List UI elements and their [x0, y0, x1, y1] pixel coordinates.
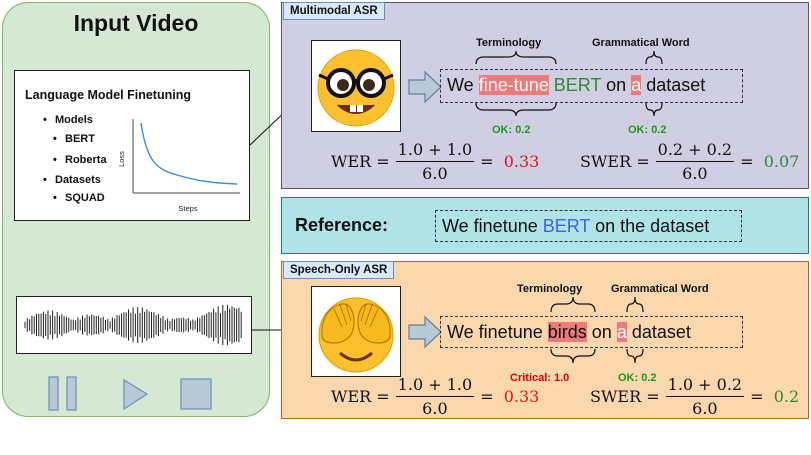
nerd-face-icon	[317, 49, 395, 127]
loss-curve-chart: Steps Loss	[117, 119, 240, 213]
mm-swer-numerator: 0.2 + 0.2	[655, 140, 735, 162]
pause-icon[interactable]	[48, 376, 77, 411]
reference-panel	[281, 197, 809, 254]
reference-sentence: We finetune BERT on the dataset	[435, 210, 742, 242]
slide-bullet-models: Models	[43, 114, 93, 126]
mm-grammatical-label: Grammatical Word	[592, 37, 690, 49]
so-transcript: We finetune birds on a dataset	[440, 316, 743, 348]
ref-sentence-pre: We finetune	[442, 216, 538, 236]
so-grammatical-score: OK: 0.2	[618, 372, 657, 384]
so-word-dataset: dataset	[631, 322, 691, 342]
mm-swer-label: SWER	[580, 152, 632, 171]
stop-icon[interactable]	[180, 378, 212, 410]
so-wer-denominator: 6.0	[422, 399, 448, 418]
loss-curve-line	[140, 122, 238, 185]
see-no-evil-emoji-box	[311, 286, 401, 377]
so-word-grammatical-error: a	[616, 322, 627, 342]
so-swer-denominator: 6.0	[692, 399, 718, 418]
so-flow-arrow-icon	[408, 315, 442, 349]
slide-subbullet-bert: BERT	[53, 133, 95, 145]
mm-wer-denominator: 6.0	[422, 164, 448, 183]
mm-word-on: on	[606, 75, 627, 95]
slide-subbullet-roberta: Roberta	[53, 154, 106, 166]
loss-chart-ylabel: Loss	[117, 151, 126, 167]
so-word-terminology-error: birds	[547, 322, 587, 342]
video-controls	[48, 376, 212, 411]
mm-terminology-label: Terminology	[476, 37, 542, 49]
so-swer-numerator: 1.0 + 0.2	[665, 375, 745, 397]
mm-wer-label: WER	[331, 152, 372, 171]
mm-swer-denominator: 6.0	[682, 164, 708, 183]
mm-word-terminology-error: fine-tune	[478, 75, 549, 95]
so-terminology-score: Critical: 1.0	[510, 372, 570, 384]
mm-wer-value: 0.33	[503, 152, 540, 171]
mm-word-bert: BERT	[553, 75, 602, 95]
so-wer-numerator: 1.0 + 1.0	[395, 375, 475, 397]
so-word-on: on	[591, 322, 612, 342]
loss-chart-xlabel: Steps	[178, 204, 197, 213]
so-wer-label: WER	[331, 387, 372, 406]
slide-title: Language Model Finetuning	[25, 88, 191, 102]
video-frame-slide: Language Model Finetuning Models BERT Ro…	[14, 70, 250, 221]
so-sentence-pre: We finetune	[447, 322, 543, 342]
reference-label: Reference:	[295, 215, 389, 235]
nerd-face-emoji-box	[311, 40, 401, 132]
input-video-title: Input Video	[73, 10, 199, 36]
so-terminology-label: Terminology	[517, 283, 583, 295]
so-wer-value: 0.33	[503, 387, 540, 406]
mm-terminology-score: OK: 0.2	[492, 124, 531, 136]
audio-waveform	[16, 296, 252, 354]
mm-word-dataset: dataset	[646, 75, 706, 95]
slide-subbullet-squad: SQUAD	[53, 192, 105, 204]
so-swer-label: SWER	[590, 387, 642, 406]
mm-swer-value: 0.07	[763, 152, 800, 171]
so-grammatical-label: Grammatical Word	[611, 283, 709, 295]
ref-term-bert: BERT	[542, 216, 591, 236]
mm-wer-numerator: 1.0 + 1.0	[395, 140, 475, 162]
multimodal-asr-tag: Multimodal ASR	[283, 2, 385, 20]
mm-word-grammatical-error: a	[631, 75, 642, 95]
waveform-graphic	[24, 304, 242, 346]
mm-transcript: We fine-tune BERT on a dataset	[440, 69, 743, 103]
ref-sentence-post: on the dataset	[595, 216, 710, 236]
speech-only-asr-tag: Speech-Only ASR	[283, 261, 395, 279]
see-no-evil-face-icon	[318, 297, 394, 373]
play-icon[interactable]	[123, 378, 149, 411]
slide-bullet-datasets: Datasets	[43, 174, 101, 186]
mm-flow-arrow-icon	[408, 70, 442, 104]
mm-grammatical-score: OK: 0.2	[628, 124, 667, 136]
so-swer-value: 0.2	[773, 387, 800, 406]
mm-word-we: We	[447, 75, 474, 95]
